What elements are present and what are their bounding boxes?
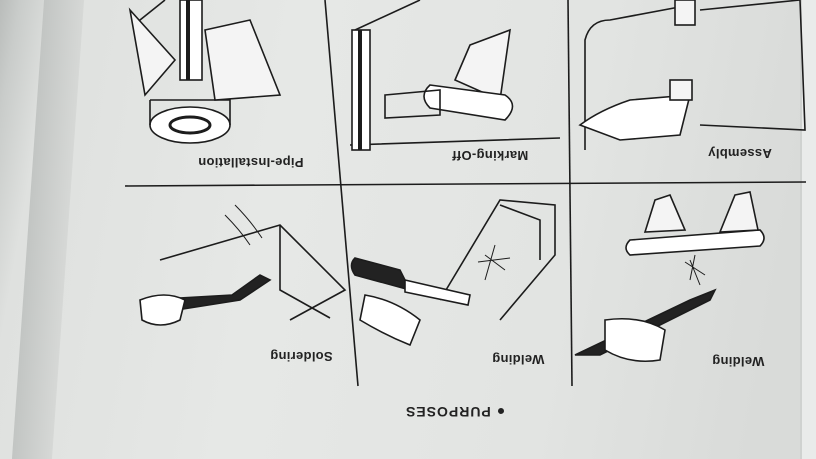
label-marking-off: Marking-Off: [452, 148, 529, 163]
welding-illustration-2: [574, 191, 765, 363]
grid-line-horizontal: [124, 181, 807, 187]
pipe-installation-illustration: [128, 0, 282, 144]
label-welding-1: Welding: [492, 352, 545, 367]
label-pipe-installation: Pipe-Installation: [198, 155, 304, 170]
label-soldering: Soldering: [270, 349, 333, 364]
grid-line-vertical-2: [567, 0, 573, 387]
section-title-purposes: ● PURPOSES: [405, 404, 506, 420]
assembly-illustration: [578, 0, 806, 150]
grid-line-vertical-1: [324, 0, 359, 387]
soldering-illustration: [139, 204, 347, 326]
marking-off-illustration: [349, 0, 561, 151]
label-assembly: Assembly: [708, 146, 772, 161]
welding-illustration-1: [350, 199, 556, 347]
label-welding-2: Welding: [712, 354, 765, 369]
